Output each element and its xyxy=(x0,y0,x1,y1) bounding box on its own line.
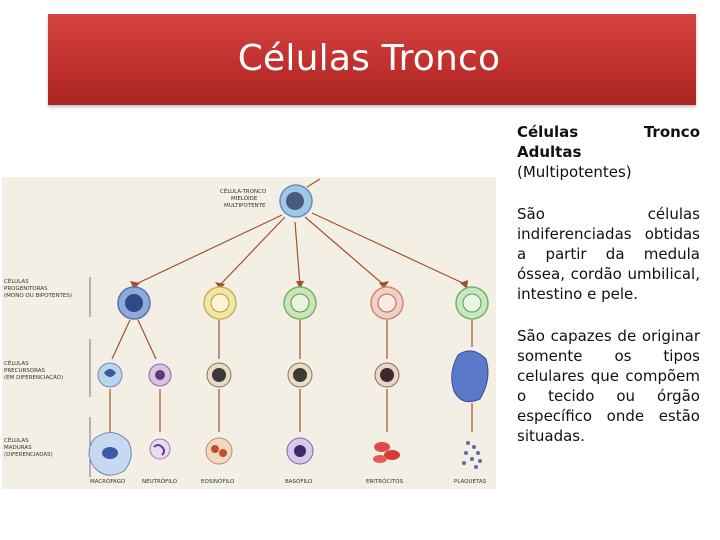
cell-name-eritrocitos: ERITRÓCITOS xyxy=(366,478,404,485)
root-label-3: MULTIPOTENTE xyxy=(224,203,266,209)
heading-subtitle: (Multipotentes) xyxy=(517,163,632,181)
row2-label-1: CÉLULAS xyxy=(4,359,29,367)
mature-cells xyxy=(88,432,482,476)
row1-label-3: (MONO OU BIPOTENTES) xyxy=(4,293,72,299)
progenitor-cells xyxy=(117,286,489,320)
row2-label-2: PRECURSORAS xyxy=(4,368,45,374)
paragraph-capability: São capazes de originar somente os tipos… xyxy=(517,327,700,445)
row3-label-1: CÉLULAS xyxy=(4,436,29,444)
stem-cell-diagram: CÉLULA-TRONCO MIELÓIDE MULTIPOTENTE CÉLU… xyxy=(2,177,496,489)
section-heading: Células Tronco Adultas (Multipotentes) xyxy=(517,122,700,182)
root-label-2: MIELÓIDE xyxy=(231,195,258,202)
root-stem-cell xyxy=(279,184,313,218)
row2-label-3: (EM DIFERENCIAÇÃO) xyxy=(4,374,63,381)
paragraph-origin: São células indiferenciadas obtidas a pa… xyxy=(517,205,700,303)
slide-title: Células Tronco xyxy=(237,38,501,79)
cell-name-basofilo: BASÓFILO xyxy=(285,478,313,485)
row3-label-3: (DIFERENCIADAS) xyxy=(4,452,53,458)
title-banner: Células Tronco xyxy=(48,14,696,105)
row1-label-1: CÉLULAS xyxy=(4,277,29,285)
row3-label-2: MADURAS xyxy=(4,445,32,451)
precursor-cells xyxy=(97,350,489,403)
row1-label-2: PROGENITORAS xyxy=(4,286,48,292)
root-label-1: CÉLULA-TRONCO xyxy=(220,187,267,195)
cell-name-neutrofilo: NEUTRÓFILO xyxy=(142,478,178,485)
heading-title: Células Tronco Adultas xyxy=(517,123,700,161)
description-column: Células Tronco Adultas (Multipotentes) S… xyxy=(517,122,700,468)
cell-name-eosinofilo: EOSINÓFILO xyxy=(201,478,235,485)
cell-name-macrofago: MACRÓFAGO xyxy=(90,478,126,485)
cell-name-plaquetas: PLAQUETAS xyxy=(454,479,487,485)
